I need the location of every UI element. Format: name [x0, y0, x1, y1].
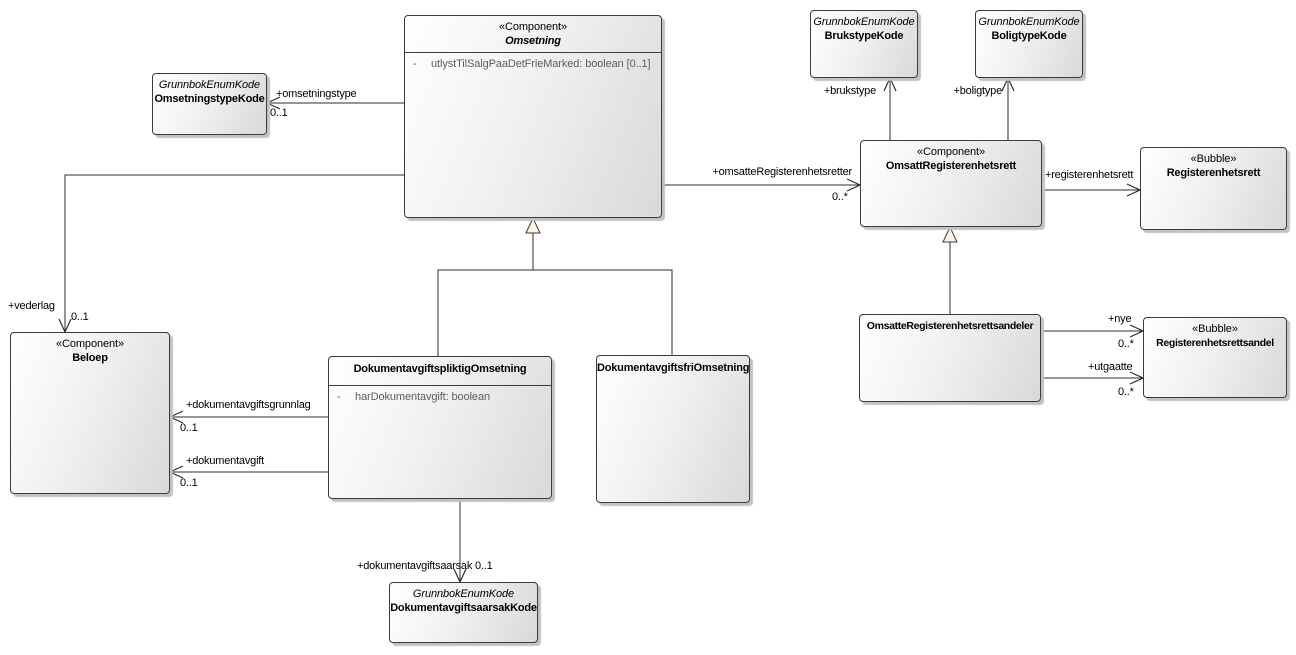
- node-dokumentavgiftsfri-omsetning[interactable]: DokumentavgiftsfriOmsetning: [596, 355, 750, 503]
- stereotype-label: GrunnbokEnumKode: [412, 588, 515, 600]
- node-omsetningstype-kode[interactable]: GrunnbokEnumKode OmsetningstypeKode: [152, 73, 267, 135]
- edge-multiplicity-vederlag: 0..1: [71, 311, 89, 323]
- node-registerenhetsrettsandel[interactable]: «Bubble» Registerenhetsrettsandel: [1143, 317, 1287, 398]
- edge-label-dokumentavgiftsaarsak: +dokumentavgiftsaarsak 0..1: [357, 560, 493, 572]
- node-beloep[interactable]: «Component» Beloep: [10, 332, 170, 494]
- node-name: Registerenhetsrett: [1166, 167, 1261, 179]
- stereotype-label: «Component»: [916, 146, 985, 158]
- edge-multiplicity-nye: 0..*: [1118, 338, 1134, 350]
- edge-label-registerenhetsrett: +registerenhetsrett: [1045, 169, 1134, 181]
- node-name: BrukstypeKode: [824, 30, 904, 42]
- node-dokumentavgiftspliktig-omsetning[interactable]: DokumentavgiftspliktigOmsetning - harDok…: [328, 356, 552, 499]
- edge-generalization-branch[interactable]: [437, 269, 673, 356]
- edge-multiplicity-dokumentavgift: 0..1: [180, 477, 198, 489]
- edge-label-boligtype: +boligtype: [953, 85, 1003, 97]
- edge-multiplicity-utgaatte: 0..*: [1118, 386, 1134, 398]
- stereotype-label: GrunnbokEnumKode: [158, 79, 261, 91]
- node-omsatt-registerenhetsrett[interactable]: «Component» OmsattRegisterenhetsrett: [860, 140, 1042, 227]
- edge-label-vederlag: +vederlag: [8, 300, 55, 312]
- attribute-text: utlystTilSalgPaaDetFrieMarked: boolean […: [431, 58, 651, 70]
- edge-label-brukstype: +brukstype: [823, 85, 876, 97]
- attribute-text: harDokumentavgift: boolean: [355, 391, 490, 403]
- node-registerenhetsrett[interactable]: «Bubble» Registerenhetsrett: [1140, 147, 1287, 230]
- node-brukstype-kode[interactable]: GrunnbokEnumKode BrukstypeKode: [810, 10, 918, 78]
- node-name: Beloep: [72, 352, 108, 364]
- edge-label-utgaatte: +utgaatte: [1088, 361, 1133, 373]
- edge-label-nye: +nye: [1108, 313, 1132, 325]
- attribute-visibility: -: [413, 58, 417, 70]
- edge-vederlag[interactable]: [58, 174, 404, 334]
- node-omsetning-header: «Component» Omsetning: [405, 16, 661, 53]
- node-name: DokumentavgiftspliktigOmsetning: [353, 363, 527, 375]
- node-omsetning[interactable]: «Component» Omsetning - utlystTilSalgPaa…: [404, 15, 662, 218]
- edge-multiplicity-dokumentavgiftsgrunnlag: 0..1: [180, 422, 198, 434]
- stereotype-label: GrunnbokEnumKode: [813, 16, 915, 28]
- node-name: BoligtypeKode: [991, 30, 1067, 42]
- stereotype-label: GrunnbokEnumKode: [978, 16, 1080, 28]
- stereotype-label: «Bubble»: [1190, 153, 1237, 165]
- node-name: Registerenhetsrettsandel: [1156, 337, 1274, 349]
- edge-multiplicity-omsatte-registerenhetsretter: 0..*: [832, 191, 848, 203]
- stereotype-label: «Component»: [55, 338, 124, 350]
- node-boligtype-kode[interactable]: GrunnbokEnumKode BoligtypeKode: [975, 10, 1083, 78]
- node-name: OmsetningstypeKode: [154, 93, 265, 105]
- node-dokumentavgiftsaarsak-kode[interactable]: GrunnbokEnumKode DokumentavgiftsaarsakKo…: [389, 582, 538, 643]
- node-name: DokumentavgiftsaarsakKode: [390, 602, 537, 614]
- edge-label-dokumentavgift: +dokumentavgift: [186, 455, 265, 467]
- node-name: DokumentavgiftsfriOmsetning: [597, 362, 750, 374]
- node-header: DokumentavgiftspliktigOmsetning: [329, 357, 551, 386]
- edge-label-omsatte-registerenhetsretter: +omsatteRegisterenhetsretter: [712, 166, 852, 178]
- edge-multiplicity-omsetningstype: 0..1: [270, 107, 288, 119]
- attribute-row: - utlystTilSalgPaaDetFrieMarked: boolean…: [405, 53, 661, 70]
- node-omsatte-registerenhetsrettsandeler[interactable]: OmsatteRegisterenhetsrettsandeler: [859, 314, 1041, 402]
- stereotype-label: «Bubble»: [1192, 323, 1238, 335]
- node-name: Omsetning: [505, 35, 561, 47]
- edge-label-omsetningstype: +omsetningstype: [276, 88, 357, 100]
- node-name: OmsatteRegisterenhetsrettsandeler: [866, 320, 1034, 332]
- attribute-row: - harDokumentavgift: boolean: [329, 386, 551, 403]
- stereotype-label: «Component»: [498, 21, 567, 33]
- node-name: OmsattRegisterenhetsrett: [885, 160, 1017, 172]
- edge-label-dokumentavgiftsgrunnlag: +dokumentavgiftsgrunnlag: [186, 399, 311, 411]
- attribute-visibility: -: [337, 391, 341, 403]
